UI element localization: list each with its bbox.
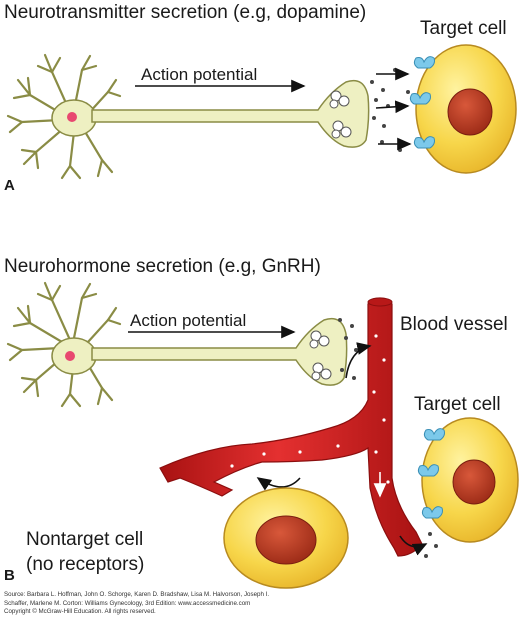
no-receptors-label: (no receptors) [26, 554, 144, 575]
receptors-b [417, 428, 445, 519]
target-cell-b [417, 417, 519, 543]
neuron-b [6, 281, 348, 408]
secretion-arrow-2 [375, 100, 410, 114]
secreted-molecules-a [370, 68, 410, 152]
branch-flow-arrow [256, 477, 301, 491]
source-credit: Source: Barbara L. Hoffman, John O. Scho… [4, 591, 504, 617]
source-line-2: Schaffer, Marlene M. Corton: Williams Gy… [4, 599, 251, 607]
action-potential-label-b: Action potential [130, 311, 246, 330]
neuron-a [6, 53, 370, 180]
target-cell-label-b: Target cell [414, 394, 501, 415]
source-line-1: Source: Barbara L. Hoffman, John O. Scho… [4, 591, 270, 598]
copyright-line: Copyright © McGraw-Hill Education. All r… [4, 608, 156, 616]
target-cell-label-a: Target cell [420, 18, 507, 39]
target-cell-a [409, 44, 517, 174]
secreted-molecules-b [338, 318, 358, 380]
exit-arrow [399, 535, 428, 556]
entry-arrow [345, 342, 372, 379]
receptors-a [409, 56, 435, 149]
nontarget-cell [223, 487, 349, 589]
panel-a-title: Neurotransmitter secretion (e.g, dopamin… [4, 2, 366, 23]
circulating-molecules [230, 334, 390, 484]
blood-vessel-label: Blood vessel [400, 314, 508, 335]
nucleus-dot [67, 112, 77, 122]
action-potential-label-a: Action potential [141, 65, 257, 84]
panel-a-letter: A [4, 177, 15, 194]
panel-b-letter: B [4, 567, 15, 584]
nontarget-cell-label: Nontarget cell [26, 529, 143, 550]
panel-b-title: Neurohormone secretion (e.g, GnRH) [4, 256, 321, 277]
